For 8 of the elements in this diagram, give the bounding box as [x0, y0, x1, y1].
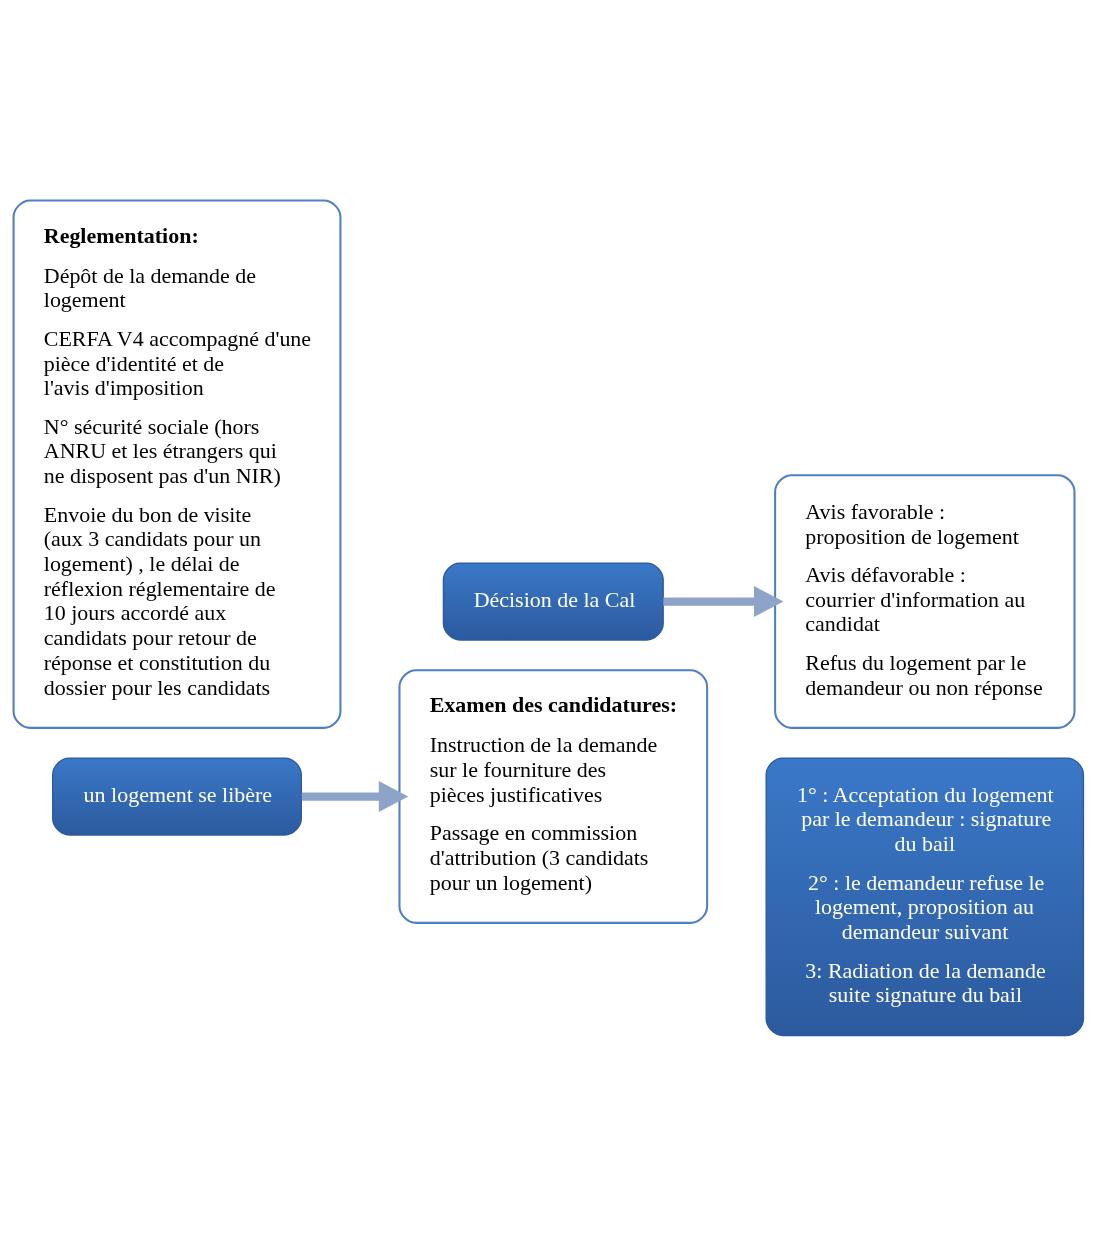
arrow: [663, 586, 784, 617]
node-box: Examen des candidatures: Instruction de la demande sur le fourniture des pièces justificatives Passage en commission d'attribution (3 candidats pour un logement): [398, 669, 709, 924]
node-box: un logement se libère: [52, 757, 302, 836]
node-box: 1° : Acceptation du logement par le demandeur : signature du bail 2° : le demandeur refuse le logement, proposition au demandeur suivant 3: Radiation de la demande suite signature du bail: [765, 757, 1085, 1037]
arrow: [301, 781, 409, 812]
node-box: Reglementation: Dépôt de la demande de logement CERFA V4 accompagné d'une pièce d'identité et de l'avis d'imposition N° sécurité sociale (hors ANRU et les étrangers qui ne disposent pas d'un NIR) Envoie du bon de visite (aux 3 candidats pour un logement) , le délai de réflexion réglementaire de 10 jours accordé aux candidats pour retour de réponse et constitution du dossier pour les candidats: [12, 199, 342, 729]
node-box: Décision de la Cal: [442, 562, 664, 641]
node-box: Avis favorable : proposition de logement Avis défavorable : courrier d'information au candidat Refus du logement par le demandeur ou non réponse: [774, 474, 1076, 729]
